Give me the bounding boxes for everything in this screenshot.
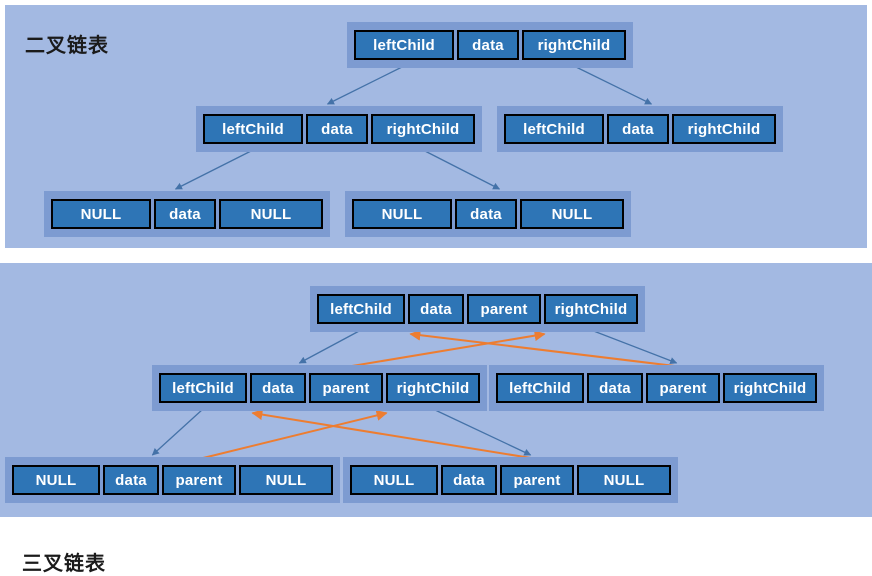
cell-leftchild: leftChild (203, 114, 303, 144)
cell-data: data (607, 114, 669, 144)
cell-null: NULL (239, 465, 333, 495)
cell-data: data (587, 373, 643, 403)
cell-data: data (441, 465, 497, 495)
cell-leftchild: leftChild (354, 30, 454, 60)
cell-rightchild: rightChild (522, 30, 626, 60)
cell-null: NULL (12, 465, 100, 495)
cell-null: NULL (577, 465, 671, 495)
cell-null: NULL (51, 199, 151, 229)
cell-leftchild: leftChild (504, 114, 604, 144)
panel-title-trinary: 三叉链表 (22, 551, 106, 575)
cell-leftchild: leftChild (317, 294, 405, 324)
cell-rightchild: rightChild (723, 373, 817, 403)
cell-leftchild: leftChild (496, 373, 584, 403)
cell-leftchild: leftChild (159, 373, 247, 403)
cell-null: NULL (352, 199, 452, 229)
cell-data: data (455, 199, 517, 229)
cell-null: NULL (520, 199, 624, 229)
cell-data: data (103, 465, 159, 495)
cell-data: data (408, 294, 464, 324)
cell-data: data (457, 30, 519, 60)
cell-parent: parent (467, 294, 541, 324)
cell-null: NULL (219, 199, 323, 229)
cell-data: data (154, 199, 216, 229)
cell-parent: parent (646, 373, 720, 403)
cell-data: data (306, 114, 368, 144)
cell-rightchild: rightChild (544, 294, 638, 324)
cell-data: data (250, 373, 306, 403)
cell-parent: parent (500, 465, 574, 495)
cell-null: NULL (350, 465, 438, 495)
cell-rightchild: rightChild (386, 373, 480, 403)
cell-parent: parent (309, 373, 383, 403)
cell-rightchild: rightChild (371, 114, 475, 144)
panel-title-binary: 二叉链表 (25, 33, 109, 57)
cell-rightchild: rightChild (672, 114, 776, 144)
cell-parent: parent (162, 465, 236, 495)
